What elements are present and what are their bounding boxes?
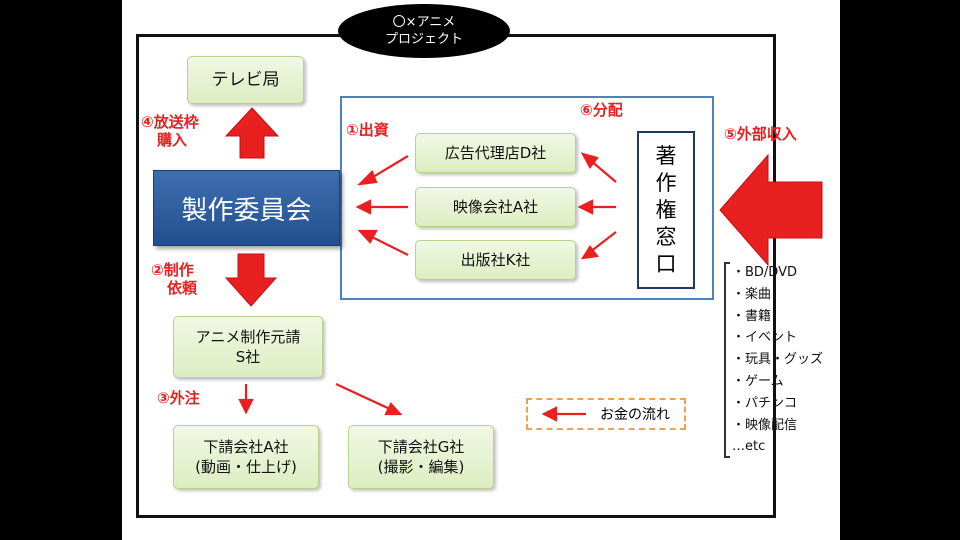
project-title: 〇×アニメ プロジェクト <box>338 4 510 58</box>
subcontractor-a-box: 下請会社A社 (動画・仕上げ) <box>173 425 319 489</box>
publisher-box: 出版社K社 <box>415 240 576 280</box>
production-arrow <box>224 253 278 307</box>
external-item: …etc <box>732 439 766 455</box>
copyright-char: 口 <box>655 251 677 276</box>
investment-label: ①出資 <box>346 121 389 139</box>
publisher-label: 出版社K社 <box>460 251 531 269</box>
ad-agency-label: 広告代理店D社 <box>444 144 547 162</box>
external-income-list: ・BD/DVD ・楽曲 ・書籍 ・イベント ・玩具・グッズ ・ゲーム ・パチンコ… <box>724 262 834 458</box>
broadcast-label-line2: 購入 <box>157 131 188 149</box>
project-title-line1: 〇×アニメ <box>392 15 456 30</box>
copyright-char: 窓 <box>655 224 677 249</box>
subcontractor-g-box: 下請会社G社 (撮影・編集) <box>348 425 494 489</box>
broadcast-label: ④放送枠 購入 <box>141 113 199 149</box>
external-item: ・パチンコ <box>732 395 798 411</box>
investment-arrows <box>355 155 409 256</box>
subcontractor-a-line1: 下請会社A社 <box>203 438 289 456</box>
ad-agency-box: 広告代理店D社 <box>415 133 576 173</box>
production-committee-label: 製作委員会 <box>181 195 312 226</box>
copyright-char: 権 <box>655 197 677 222</box>
production-request-line1: ②制作 <box>151 261 194 279</box>
broadcast-label-line1: ④放送枠 <box>141 113 199 131</box>
anime-prime-line1: アニメ制作元請 <box>195 328 301 346</box>
project-title-line2: プロジェクト <box>384 32 463 47</box>
bracket-top <box>724 262 730 264</box>
money-flow-legend: お金の流れ <box>526 398 686 430</box>
copyright-window-box: 著 作 権 窓 口 <box>637 131 695 289</box>
external-item: ・BD/DVD <box>732 265 797 280</box>
outsourcing-label: ③外注 <box>157 389 200 407</box>
outsourcing-arrows <box>238 383 403 416</box>
legend-label: お金の流れ <box>600 407 670 423</box>
external-income-arrow <box>719 153 823 267</box>
subcontractor-g-line1: 下請会社G社 <box>377 438 465 456</box>
copyright-char: 著 <box>655 143 677 168</box>
subcontractor-g-line2: (撮影・編集) <box>377 458 465 476</box>
external-item: ・玩具・グッズ <box>732 352 824 368</box>
production-request-label: ②制作 依頼 <box>151 261 197 297</box>
legend-arrow <box>541 406 586 422</box>
external-item: ・書籍 <box>732 308 772 324</box>
video-company-box: 映像会社A社 <box>415 187 576 227</box>
subcontractor-a-line2: (動画・仕上げ) <box>195 458 297 476</box>
external-item: ・映像配信 <box>732 417 798 433</box>
external-item: ・楽曲 <box>732 286 772 302</box>
distribution-arrows <box>577 152 617 260</box>
broadcast-arrow <box>224 107 280 159</box>
anime-prime-contractor-box: アニメ制作元請 S社 <box>173 316 323 378</box>
tv-station-box: テレビ局 <box>187 56 304 104</box>
video-company-label: 映像会社A社 <box>452 198 539 216</box>
committee-region <box>340 96 714 300</box>
anime-prime-line2: S社 <box>235 348 261 366</box>
production-committee-box: 製作委員会 <box>153 170 340 246</box>
bracket-bottom <box>724 456 730 458</box>
tv-station-label: テレビ局 <box>211 70 280 90</box>
external-item: ・ゲーム <box>732 373 784 389</box>
production-request-line2: 依頼 <box>167 279 198 297</box>
external-item: ・イベント <box>732 330 798 346</box>
copyright-char: 作 <box>655 170 677 195</box>
external-income-label: ⑤外部収入 <box>724 125 797 143</box>
distribution-label: ⑥分配 <box>580 101 623 119</box>
